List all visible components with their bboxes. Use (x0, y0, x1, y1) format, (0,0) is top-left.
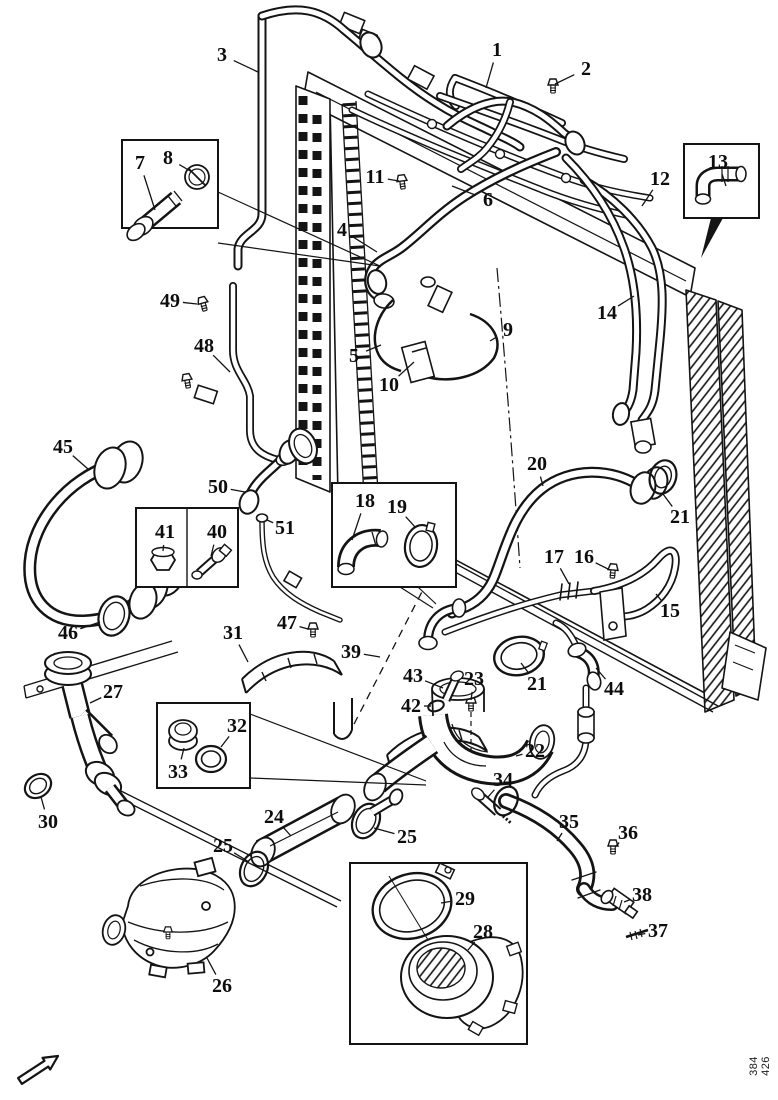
callout-3: 3 (217, 44, 227, 66)
callout-20: 20 (527, 453, 547, 475)
callout-46: 46 (58, 622, 78, 644)
callout-30: 30 (38, 811, 58, 833)
hose-14 (561, 153, 642, 421)
callout-12: 12 (650, 168, 670, 190)
callout-15: 15 (660, 600, 680, 622)
coolant-pipes-top (348, 74, 654, 220)
callout-33: 33 (168, 761, 188, 783)
callout-28: 28 (473, 921, 493, 943)
wiring-clips (373, 276, 499, 384)
callout-18: 18 (355, 490, 375, 512)
callout-25: 25 (213, 835, 233, 857)
callout-23: 23 (464, 668, 484, 690)
callout-24: 24 (264, 806, 284, 828)
callout-42: 42 (401, 695, 421, 717)
callout-25: 25 (397, 826, 417, 848)
callout-51: 51 (275, 517, 295, 539)
callout-22: 22 (525, 740, 545, 762)
fitting-38-37 (600, 887, 649, 941)
callout-9: 9 (503, 319, 513, 341)
callout-48: 48 (194, 335, 214, 357)
callout-16: 16 (574, 546, 594, 568)
figure-reference: 384 426 (748, 1056, 772, 1076)
callout-19: 19 (387, 496, 407, 518)
callout-43: 43 (403, 665, 423, 687)
inset-sketches (126, 164, 747, 1037)
hose-12 (579, 175, 667, 425)
branch-pipe-27 (23, 651, 136, 817)
callout-39: 39 (341, 641, 361, 663)
callout-47: 47 (277, 612, 297, 634)
callout-50: 50 (208, 476, 228, 498)
callout-8: 8 (163, 147, 173, 169)
callout-44: 44 (604, 678, 624, 700)
callout-38: 38 (632, 884, 652, 906)
callout-29: 29 (455, 888, 475, 910)
callout-32: 32 (227, 715, 247, 737)
callout-36: 36 (618, 822, 638, 844)
callout-35: 35 (559, 811, 579, 833)
callout-14: 14 (597, 302, 617, 324)
hose-20 (446, 466, 647, 619)
direction-arrow-icon (17, 1054, 60, 1085)
callout-26: 26 (212, 975, 232, 997)
callout-11: 11 (365, 166, 385, 188)
callout-2: 2 (581, 58, 591, 80)
callout-21: 21 (670, 506, 690, 528)
callout-7: 7 (135, 152, 145, 174)
callout-10: 10 (379, 374, 399, 396)
callout-5: 5 (349, 345, 359, 367)
callout-4: 4 (337, 219, 347, 241)
callout-49: 49 (160, 290, 180, 312)
pipe-24 (238, 788, 404, 888)
callout-40: 40 (207, 521, 227, 543)
callout-45: 45 (53, 436, 73, 458)
callout-6: 6 (483, 189, 493, 211)
callout-13: 13 (708, 151, 728, 173)
pipe-48 (229, 282, 282, 464)
callout-41: 41 (155, 521, 175, 543)
callout-37: 37 (648, 920, 668, 942)
callout-1: 1 (492, 39, 502, 61)
callout-17: 17 (544, 546, 564, 568)
thermostat-housing-26 (101, 856, 236, 979)
hose-35 (498, 793, 619, 911)
callout-34: 34 (493, 769, 513, 791)
callout-21: 21 (527, 673, 547, 695)
callout-31: 31 (223, 622, 243, 644)
outlet-assembly-22 (363, 635, 556, 826)
pipe-51 (259, 517, 343, 623)
callout-27: 27 (103, 681, 123, 703)
